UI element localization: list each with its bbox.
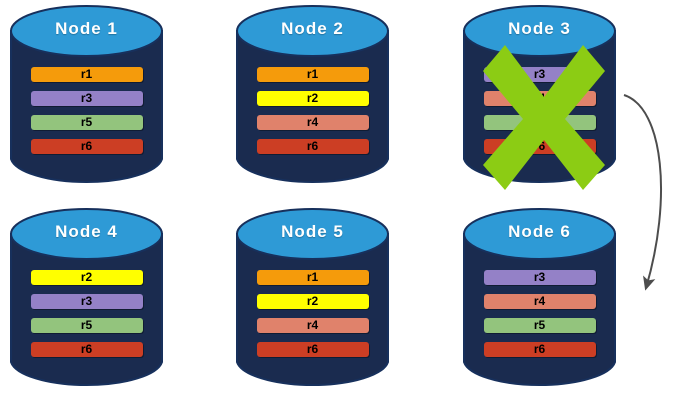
row-bar[interactable]: r3 bbox=[30, 294, 143, 309]
row-bar[interactable]: r4 bbox=[256, 318, 369, 333]
row-bar[interactable]: r3 bbox=[483, 67, 596, 82]
row-bar[interactable]: r4 bbox=[256, 115, 369, 130]
row-bar[interactable]: r5 bbox=[30, 318, 143, 333]
row-label: r5 bbox=[80, 115, 93, 129]
node-6[interactable]: Node 6 r3 r4 r5 r6 bbox=[463, 208, 616, 388]
row-bar[interactable]: r5 bbox=[483, 318, 596, 333]
row-label: r4 bbox=[306, 318, 319, 332]
row-label: r5 bbox=[533, 115, 546, 129]
row-label: r6 bbox=[80, 342, 93, 356]
row-bar[interactable]: r1 bbox=[256, 67, 369, 82]
row-list-2: r1 r2 r4 r6 bbox=[236, 67, 389, 154]
row-label: r1 bbox=[80, 67, 93, 81]
row-label: r6 bbox=[306, 342, 319, 356]
node-3[interactable]: Node 3 r3 r4 r5 r6 bbox=[463, 5, 616, 185]
row-list-1: r1 r3 r5 r6 bbox=[10, 67, 163, 154]
row-bar[interactable]: r6 bbox=[483, 342, 596, 357]
node-1[interactable]: Node 1 r1 r3 r5 r6 bbox=[10, 5, 163, 185]
row-bar[interactable]: r6 bbox=[30, 139, 143, 154]
row-label: r1 bbox=[306, 270, 319, 284]
row-label: r4 bbox=[306, 115, 319, 129]
row-label: r3 bbox=[533, 270, 546, 284]
row-bar[interactable]: r2 bbox=[256, 91, 369, 106]
row-bar[interactable]: r1 bbox=[256, 270, 369, 285]
row-bar[interactable]: r6 bbox=[256, 342, 369, 357]
row-label: r4 bbox=[533, 294, 546, 308]
row-list-5: r1 r2 r4 r6 bbox=[236, 270, 389, 357]
node-4[interactable]: Node 4 r2 r3 r5 r6 bbox=[10, 208, 163, 388]
row-bar[interactable]: r3 bbox=[30, 91, 143, 106]
row-label: r4 bbox=[533, 91, 546, 105]
row-label: r3 bbox=[533, 67, 546, 81]
row-bar[interactable]: r4 bbox=[483, 91, 596, 106]
row-list-6: r3 r4 r5 r6 bbox=[463, 270, 616, 357]
row-label: r6 bbox=[80, 139, 93, 153]
row-list-4: r2 r3 r5 r6 bbox=[10, 270, 163, 357]
row-label: r6 bbox=[533, 139, 546, 153]
row-bar[interactable]: r5 bbox=[483, 115, 596, 130]
row-bar[interactable]: r5 bbox=[30, 115, 143, 130]
row-bar[interactable]: r6 bbox=[256, 139, 369, 154]
row-label: r1 bbox=[306, 67, 319, 81]
row-label: r5 bbox=[80, 318, 93, 332]
row-bar[interactable]: r3 bbox=[483, 270, 596, 285]
row-label: r2 bbox=[306, 91, 319, 105]
row-bar[interactable]: r4 bbox=[483, 294, 596, 309]
node-5[interactable]: Node 5 r1 r2 r4 r6 bbox=[236, 208, 389, 388]
row-label: r6 bbox=[533, 342, 546, 356]
node-2[interactable]: Node 2 r1 r2 r4 r6 bbox=[236, 5, 389, 185]
row-label: r2 bbox=[80, 270, 93, 284]
row-bar[interactable]: r6 bbox=[30, 342, 143, 357]
row-bar[interactable]: r2 bbox=[256, 294, 369, 309]
row-list-3: r3 r4 r5 r6 bbox=[463, 67, 616, 154]
row-bar[interactable]: r6 bbox=[483, 139, 596, 154]
row-bar[interactable]: r1 bbox=[30, 67, 143, 82]
row-label: r2 bbox=[306, 294, 319, 308]
row-label: r5 bbox=[533, 318, 546, 332]
row-label: r6 bbox=[306, 139, 319, 153]
row-label: r3 bbox=[80, 294, 93, 308]
row-bar[interactable]: r2 bbox=[30, 270, 143, 285]
row-label: r3 bbox=[80, 91, 93, 105]
migration-arrow-path bbox=[623, 94, 663, 291]
